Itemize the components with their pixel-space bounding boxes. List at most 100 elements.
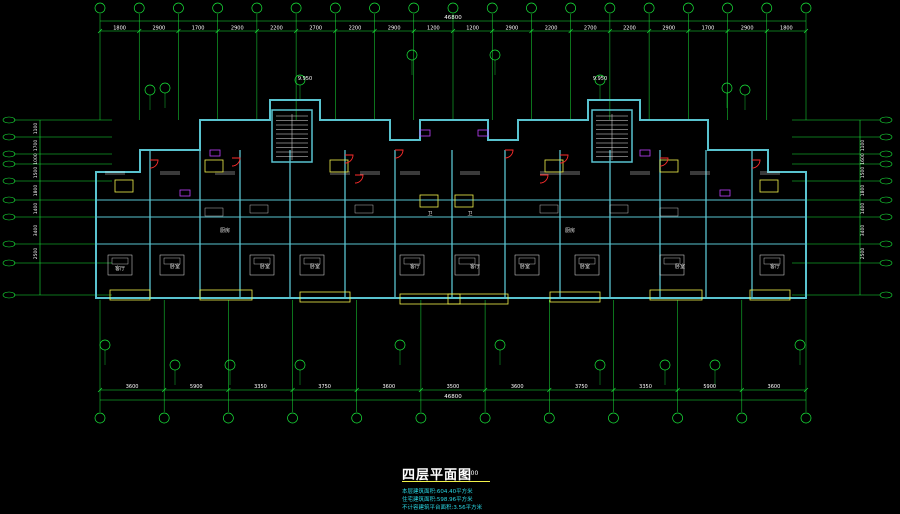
duct — [719, 189, 731, 197]
dim-bottom-value: 3600 — [382, 384, 395, 390]
room-label: 客厅 — [470, 263, 480, 270]
dim-left-value: 1800 — [33, 185, 39, 197]
cabinet — [204, 207, 224, 217]
axis-bubble-left — [2, 259, 16, 267]
dim-tick — [611, 387, 616, 393]
axis-bubble-top — [94, 2, 106, 14]
dim-tick — [418, 387, 424, 393]
dim-top-value: 2200 — [270, 26, 283, 32]
bed — [159, 254, 185, 276]
axis-bubble-top — [212, 2, 224, 14]
bed — [659, 254, 685, 276]
dim-left-value: 1000 — [33, 153, 39, 165]
detail-callout — [224, 359, 236, 371]
axis-bubble-left — [2, 116, 16, 124]
axis-bubble-left — [2, 240, 16, 248]
detail-callout — [594, 359, 606, 371]
bed — [514, 254, 540, 276]
pillow — [518, 257, 536, 265]
dim-right-value: 1100 — [860, 140, 866, 152]
dim-right-value: 1400 — [860, 203, 866, 215]
dim-top-value: 2700 — [309, 26, 322, 32]
dim-tick — [529, 28, 534, 34]
axis-bubble-right — [879, 150, 893, 158]
fixture — [204, 159, 224, 173]
axis-bubble-left — [2, 150, 16, 158]
pillow — [253, 257, 271, 265]
detail-callout — [169, 359, 181, 371]
drawing-title: 四层平面图 — [402, 468, 473, 483]
axis-bubble-top — [565, 2, 577, 14]
room-label: 厨房 — [565, 227, 575, 234]
title-underline — [402, 481, 490, 482]
axis-bubble-bottom — [287, 412, 298, 424]
fixture — [454, 194, 474, 208]
room-label: 卧室 — [260, 263, 270, 270]
axis-bubble-top — [329, 2, 341, 14]
axis-bubble-top — [290, 2, 302, 14]
dim-bottom-value: 3500 — [447, 384, 460, 390]
bed — [299, 254, 325, 276]
door-swing — [539, 174, 549, 184]
door-swing — [354, 174, 364, 184]
fixture — [329, 159, 349, 173]
room-label: 客厅 — [410, 263, 420, 270]
bed — [574, 254, 600, 276]
dim-tick — [547, 387, 552, 393]
axis-bubble-right — [879, 196, 893, 204]
pillow — [403, 257, 421, 265]
dim-left-value: 2500 — [33, 248, 39, 260]
door-swing — [231, 157, 241, 167]
cabinet — [539, 204, 559, 214]
dim-bottom-value: 3600 — [768, 384, 781, 390]
dim-top-value: 1800 — [113, 26, 126, 32]
area-note-1: 本层建筑面积:604.40平方米 — [402, 489, 473, 495]
dim-top-value: 2900 — [505, 26, 518, 32]
dim-right-value: 1800 — [860, 185, 866, 197]
balcony-rail — [649, 289, 703, 301]
stair-core — [591, 109, 633, 163]
axis-bubble-right — [879, 133, 893, 141]
room-label: 厨房 — [220, 227, 230, 234]
door-swing — [751, 159, 761, 169]
dim-top-value: 1200 — [466, 26, 479, 32]
detail-callout — [709, 359, 721, 371]
dim-top-value: 2900 — [388, 26, 401, 32]
dim-top-value: 2900 — [741, 26, 754, 32]
bed — [759, 254, 785, 276]
room-label: 卧室 — [170, 263, 180, 270]
pillow — [111, 257, 129, 265]
door-swing — [344, 154, 354, 164]
dim-tick — [607, 28, 613, 34]
balcony-rail — [447, 293, 509, 305]
balcony-rail — [299, 291, 351, 303]
room-label: 卧室 — [580, 263, 590, 270]
duct — [209, 149, 221, 157]
axis-bubble-top — [447, 2, 459, 14]
pillow — [578, 257, 596, 265]
pillow — [458, 257, 476, 265]
axis-bubble-top — [173, 2, 184, 14]
detail-callout — [99, 339, 111, 351]
fixture — [759, 179, 779, 193]
balcony-rail — [399, 293, 461, 305]
dim-left-value: 1700 — [33, 140, 39, 152]
exterior-wall — [95, 99, 807, 299]
dim-tick — [803, 28, 809, 34]
dim-top-value: 1800 — [780, 26, 793, 32]
dim-top-value: 2900 — [152, 26, 165, 32]
dim-tick — [482, 387, 488, 393]
axis-bubble-bottom — [94, 412, 106, 424]
elevation-mark-left: 9.950 — [298, 76, 312, 82]
axis-bubble-left — [2, 196, 16, 204]
dim-tick — [803, 387, 809, 393]
axis-bubble-top — [133, 2, 145, 14]
detail-callout — [739, 84, 751, 96]
axis-bubble-bottom — [672, 412, 683, 424]
dim-top-value: 2900 — [662, 26, 675, 32]
axis-bubble-top — [682, 2, 694, 14]
detail-callout — [494, 339, 506, 351]
axis-bubble-bottom — [351, 412, 363, 424]
dim-bottom-value: 3350 — [254, 384, 267, 390]
dim-tick — [764, 28, 769, 34]
